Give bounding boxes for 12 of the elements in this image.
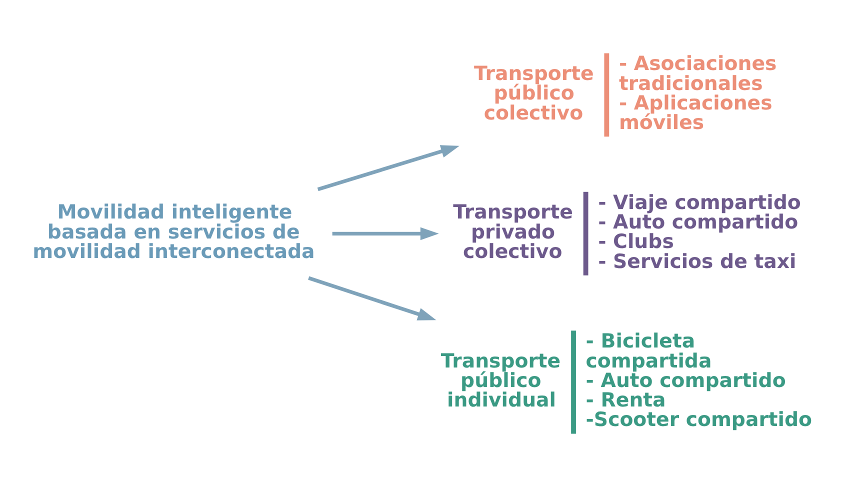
- node-box: [583, 191, 588, 275]
- arrow: [308, 276, 436, 320]
- node-box: [604, 52, 610, 136]
- node-label: Transporte público colectivo: [474, 61, 594, 124]
- node-label: Transporte público individual: [440, 348, 561, 412]
- arrow: [332, 226, 439, 240]
- node-box: [571, 330, 576, 434]
- node-label: Transporte privado colectivo: [453, 200, 573, 262]
- node-label: - Bicicleta compartida: [586, 329, 712, 372]
- arrow: [317, 144, 460, 191]
- node-label: - Viaje compartido: [598, 190, 801, 214]
- node-text: Movilidad inteligente basada en servicios de movilidad interconectada: [32, 200, 315, 262]
